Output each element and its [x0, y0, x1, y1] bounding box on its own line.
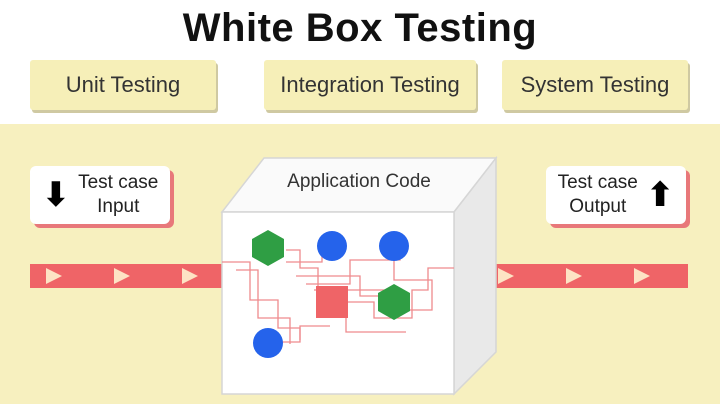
output-card-line2: Output: [569, 196, 627, 217]
up-arrow-icon: ⬆: [645, 176, 675, 214]
flow-arrow-icon: [46, 268, 62, 284]
input-card-line2: Input: [97, 196, 140, 217]
input-card-line1: Test case: [78, 172, 159, 193]
flow-arrow-icon: [498, 268, 514, 284]
tab-label: Integration Testing: [280, 72, 460, 97]
red-square-icon: [316, 286, 348, 318]
blue-circle-icon: [379, 231, 409, 261]
tab-integration-testing[interactable]: Integration Testing: [264, 60, 476, 110]
output-card-line1: Test case: [557, 172, 638, 193]
input-pipe: [30, 264, 232, 288]
test-case-input-card: ⬇ Test case Input: [30, 166, 170, 224]
flow-arrow-icon: [182, 268, 198, 284]
flow-arrow-icon: [114, 268, 130, 284]
flow-arrow-icon: [566, 268, 582, 284]
tab-label: System Testing: [520, 72, 670, 97]
application-code-label: Application Code: [287, 171, 431, 192]
down-arrow-icon: ⬇: [41, 176, 71, 214]
tab-label: Unit Testing: [65, 72, 181, 97]
green-hexagon-icon: [252, 230, 284, 266]
tab-system-testing[interactable]: System Testing: [502, 60, 688, 110]
blue-circle-icon: [317, 231, 347, 261]
blue-circle-icon: [253, 328, 283, 358]
flow-arrow-icon: [634, 268, 650, 284]
test-case-output-card: Test case Output ⬆: [546, 166, 686, 224]
tab-unit-testing[interactable]: Unit Testing: [30, 60, 216, 110]
green-hexagon-icon: [378, 284, 410, 320]
page-title: White Box Testing: [182, 6, 538, 50]
